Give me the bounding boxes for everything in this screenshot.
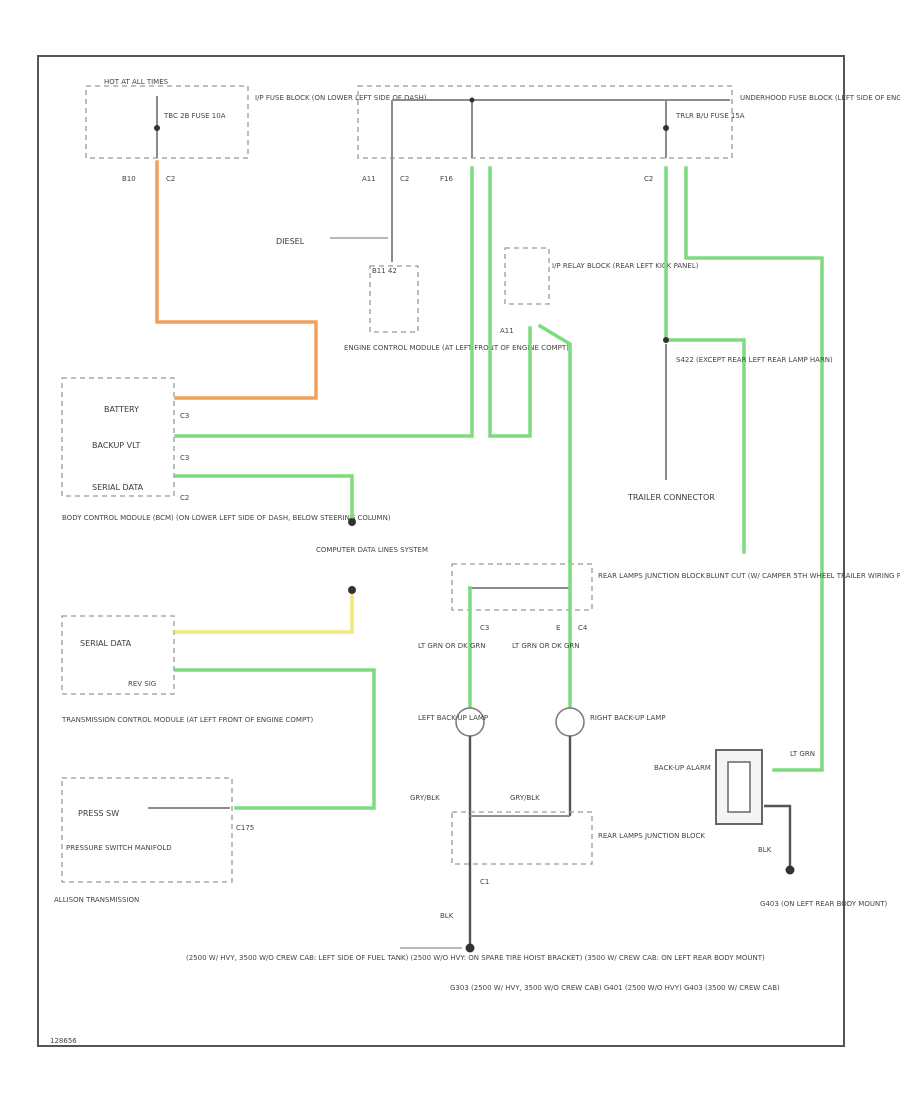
tcm-serial: SERIAL DATA: [80, 639, 132, 648]
wire-green-backup-vlt: [174, 166, 474, 438]
wire-green-relay-out: [537, 323, 572, 564]
fuse-right-label: TRLR B/U FUSE 15A: [675, 112, 745, 120]
diagram-frame: [37, 55, 845, 1047]
comp-data-node-top: [348, 518, 356, 526]
ecm-box: [369, 265, 419, 333]
blk-label: BLK: [440, 912, 454, 920]
right-lamp-label: RIGHT BACK-UP LAMP: [590, 714, 666, 722]
footer-code: 128656: [50, 1037, 77, 1045]
rear-jb-bot-box: [451, 811, 593, 865]
relay-pin: A11: [500, 327, 514, 335]
fuse-left-block-label: I/P FUSE BLOCK (ON LOWER LEFT SIDE OF DA…: [255, 94, 427, 102]
ip-fuse-block-box: [85, 85, 249, 159]
comp-data-label: COMPUTER DATA LINES SYSTEM: [316, 546, 428, 554]
comp-data-node-bot: [348, 586, 356, 594]
wire-r-label: LT GRN OR DK GRN: [512, 642, 580, 650]
right-backup-lamp: [555, 707, 585, 737]
tcm-box: [61, 615, 175, 695]
bcm-backup: BACKUP VLT: [92, 441, 140, 450]
wire-green-serial: [174, 474, 354, 518]
pressure-box: [61, 777, 233, 883]
bcm-c3b: C3: [180, 454, 189, 462]
pressure-label: PRESSURE SWITCH MANIFOLD: [66, 844, 172, 852]
underhood-fuse-block-box: [357, 85, 733, 159]
wire-l-label: LT GRN OR DK GRN: [418, 642, 486, 650]
bcm-battery: BATTERY: [104, 405, 139, 414]
bcm-c2: C2: [180, 494, 189, 502]
diesel-label: DIESEL: [276, 237, 305, 246]
pin-c2b: C2: [644, 175, 653, 183]
pin-c2a: C2: [400, 175, 409, 183]
grn-blk-r: GRY/BLK: [510, 794, 540, 802]
splice-node: [663, 337, 669, 343]
bcm-serial: SERIAL DATA: [92, 483, 144, 492]
press-sw: PRESS SW: [78, 809, 119, 818]
fuse-left-fuse: [154, 125, 160, 131]
allison-label: ALLISON TRANSMISSION: [54, 896, 139, 904]
backup-alarm-horn: [727, 761, 751, 813]
ground-right-label: G303 (2500 W/ HVY, 3500 W/O CREW CAB) G4…: [450, 984, 780, 992]
bus-node: [469, 97, 475, 103]
rear-c4: C4: [578, 624, 588, 632]
wire-green-blunt: [684, 166, 824, 772]
blunt-label: BLUNT CUT (W/ CAMPER 5TH WHEEL TRAILER W…: [706, 572, 900, 580]
backup-alarm-label: BACK-UP ALARM: [654, 764, 711, 772]
fuse-left-conn: C2: [166, 175, 175, 183]
wire-green-rev: [174, 668, 376, 810]
relay-block-label: I/P RELAY BLOCK (REAR LEFT KICK PANEL): [552, 262, 699, 270]
alarm-wire-label: LT GRN: [790, 750, 815, 758]
fuse-right-fuse: [663, 125, 669, 131]
rear-jb-top-label: REAR LAMPS JUNCTION BLOCK: [598, 572, 705, 580]
left-lamp-label: LEFT BACK-UP LAMP: [418, 714, 488, 722]
wire-orange-battery: [155, 160, 318, 400]
tcm-rev: REV SIG: [128, 680, 156, 688]
alarm-blk-label: BLK: [758, 846, 772, 854]
fuse-left-pin: B10: [122, 175, 136, 183]
splice-label: S422 (EXCEPT REAR LEFT REAR LAMP HARN): [676, 356, 833, 364]
rear-jb-top-box: [451, 563, 593, 611]
tcm-label: TRANSMISSION CONTROL MODULE (AT LEFT FRO…: [61, 716, 313, 724]
pin-f16: F16: [440, 175, 453, 183]
rear-jb-bot-label: REAR LAMPS JUNCTION BLOCK: [598, 832, 705, 840]
g403-label: G403 (ON LEFT REAR BODY MOUNT): [760, 900, 887, 908]
wire-green-relay: [488, 166, 532, 438]
rear-c3: C3: [480, 624, 489, 632]
pin-e: E: [556, 624, 560, 632]
wire-yellow-serial: [174, 594, 354, 634]
wire-alarm-ground: [764, 804, 792, 866]
rear-c1: C1: [480, 878, 489, 886]
wire-green-trailer: [664, 166, 746, 554]
bcm-box: [61, 377, 175, 497]
ecm-pins: B11 42: [372, 267, 397, 275]
left-backup-lamp: [455, 707, 485, 737]
grn-blk-l: GRY/BLK: [410, 794, 440, 802]
bcm-label: BODY CONTROL MODULE (BCM) (ON LOWER LEFT…: [62, 514, 391, 522]
bcm-c3a: C3: [180, 412, 189, 420]
c175: C175: [236, 824, 254, 832]
trailer-label: TRAILER CONNECTOR: [627, 493, 715, 502]
ground-left-label: (2500 W/ HVY, 3500 W/O CREW CAB: LEFT SI…: [186, 954, 765, 962]
alarm-ground-node: [785, 865, 795, 875]
ground-node-center: [465, 943, 475, 953]
fuse-left-label: TBC 2B FUSE 10A: [163, 112, 226, 120]
fuse-right-block-label: UNDERHOOD FUSE BLOCK (LEFT SIDE OF ENG C…: [740, 94, 900, 102]
pin-a11: A11: [362, 175, 376, 183]
fuse-left-header: HOT AT ALL TIMES: [104, 78, 169, 86]
ecm-label: ENGINE CONTROL MODULE (AT LEFT FRONT OF …: [344, 344, 569, 352]
relay-block-box: [504, 247, 550, 305]
